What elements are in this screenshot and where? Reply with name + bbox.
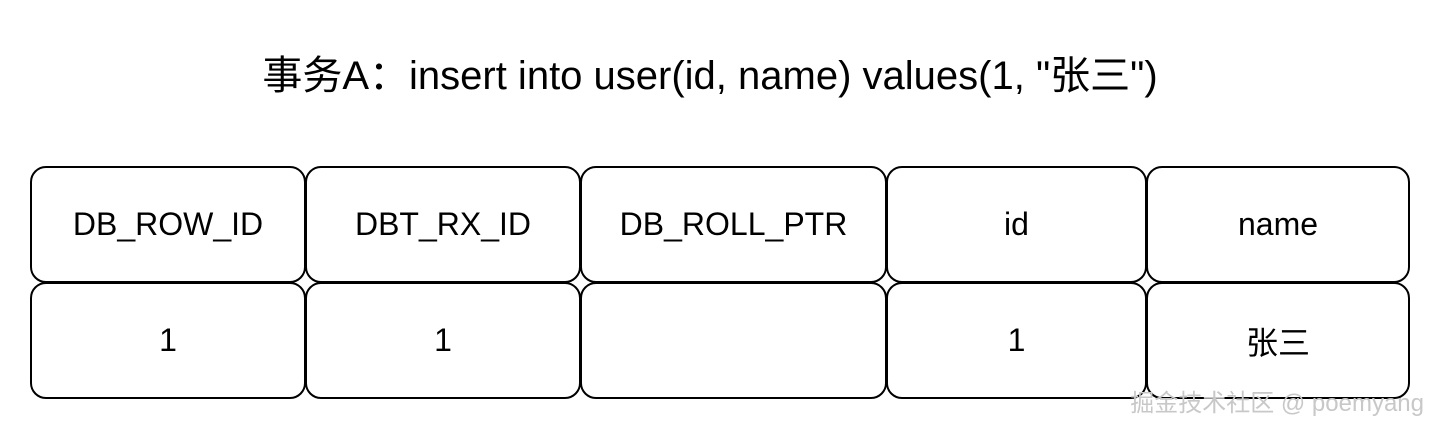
cell-id-value: 1 xyxy=(886,282,1147,399)
diagram-title: 事务A：insert into user(id, name) values(1,… xyxy=(262,54,1158,98)
header-id: id xyxy=(886,166,1147,283)
header-dbt-rx-id: DBT_RX_ID xyxy=(305,166,581,283)
cell-name-value: 张三 xyxy=(1146,282,1410,399)
header-name: name xyxy=(1146,166,1410,283)
header-db-roll-ptr: DB_ROLL_PTR xyxy=(580,166,887,283)
cell-db-row-id-value: 1 xyxy=(30,282,306,399)
cell-dbt-rx-id-value: 1 xyxy=(305,282,581,399)
header-db-row-id: DB_ROW_ID xyxy=(30,166,306,283)
cell-db-roll-ptr-value xyxy=(580,282,887,399)
watermark: 掘金技术社区 @ poemyang xyxy=(1130,390,1424,417)
